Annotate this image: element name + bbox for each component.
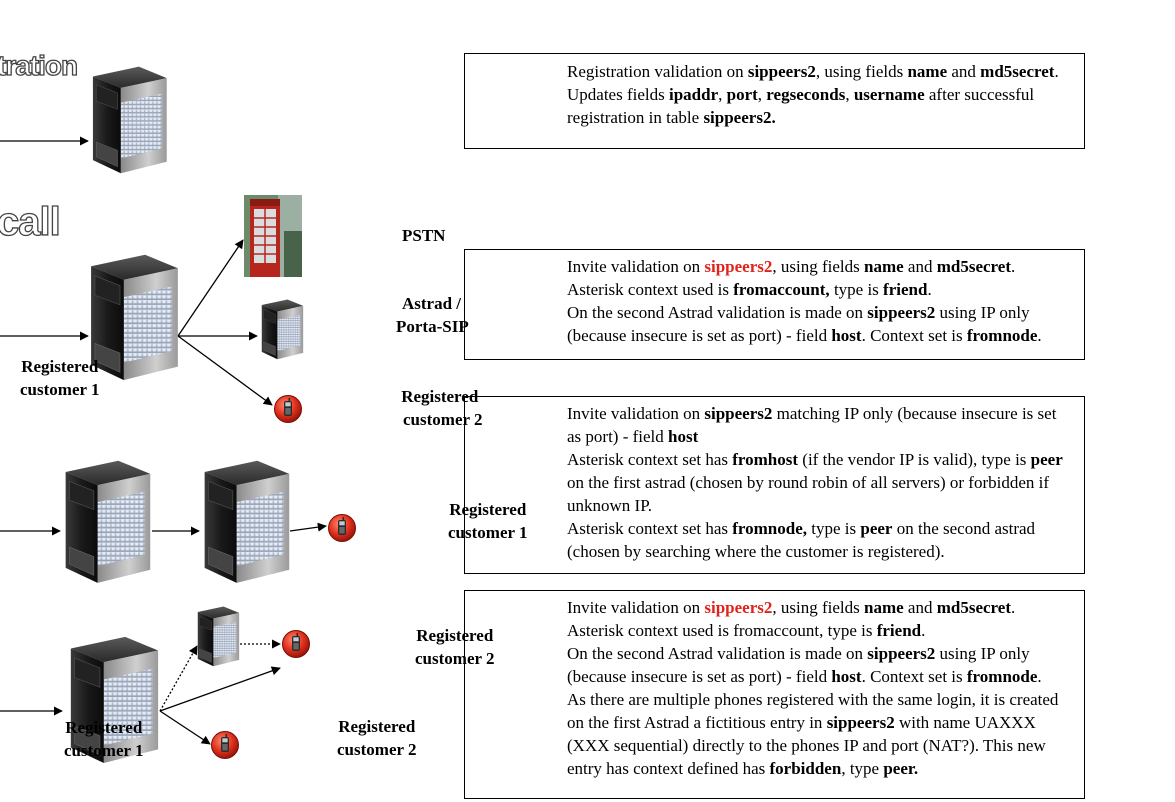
- server-icon: [60, 440, 154, 598]
- registration-note-box: [464, 53, 1085, 149]
- server-icon: [199, 440, 293, 598]
- multi-phone-call-note-text: Invite validation on sippeers2, using fi…: [567, 598, 1059, 778]
- phone-icon: [327, 513, 357, 543]
- pstn-label: PSTN: [402, 226, 446, 245]
- phone-booth-icon: [244, 195, 302, 277]
- registration-note-text: Registration validation on sippeers2, us…: [567, 62, 1059, 127]
- call-heading: call: [0, 199, 61, 244]
- vendor-call-note-box: [464, 396, 1085, 574]
- phone-icon: [273, 394, 303, 424]
- phone-icon: [210, 730, 240, 760]
- registration-heading: tration: [0, 49, 79, 81]
- server-icon: [85, 247, 182, 382]
- astrad-label: Astrad / Porta-SIP: [396, 294, 469, 336]
- server-icon: [259, 293, 305, 363]
- server-icon: [195, 602, 241, 668]
- pstn-call-note-box: [464, 249, 1085, 360]
- multi-phone-call-note-box: [464, 590, 1085, 799]
- vendor-call-note-text: Invite validation on sippeers2 matching …: [567, 404, 1063, 561]
- phone-icon: [281, 629, 311, 659]
- server-icon: [88, 50, 170, 185]
- pstn-call-note-text: Invite validation on sippeers2, using fi…: [567, 257, 1042, 345]
